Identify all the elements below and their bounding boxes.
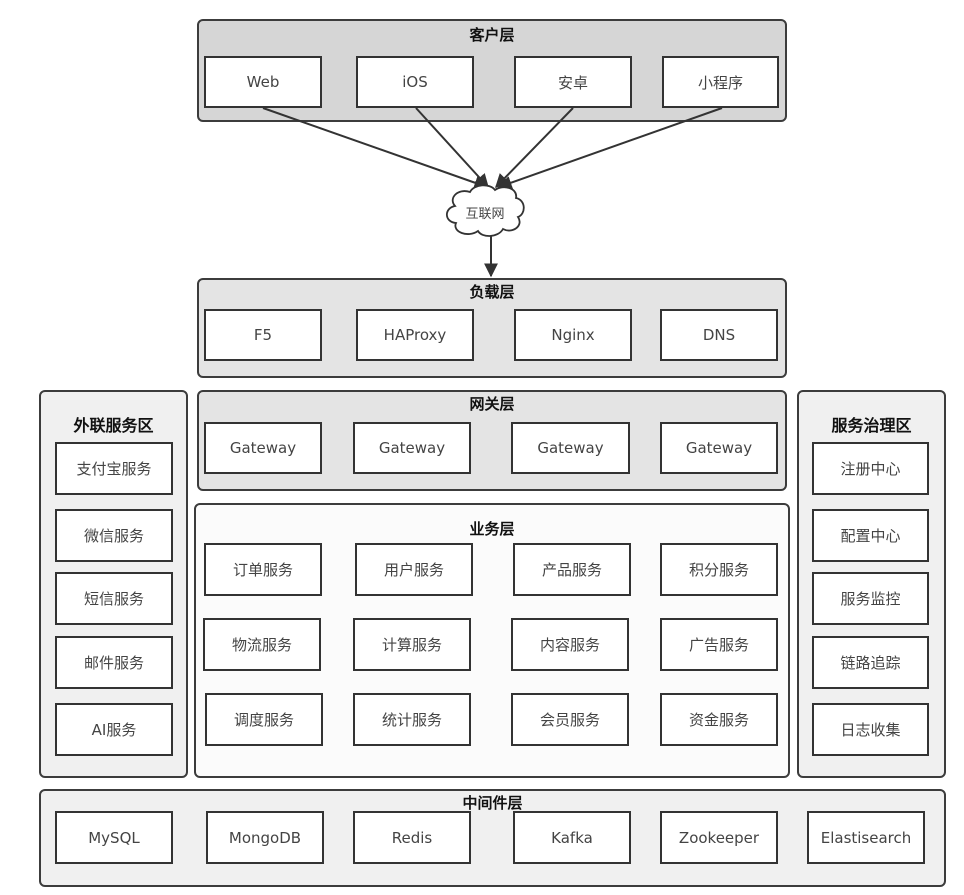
- gateway-1[interactable]: Gateway: [204, 422, 322, 474]
- middleware-layer-title: 中间件层: [462, 794, 523, 812]
- service-member[interactable]: 会员服务: [511, 693, 629, 746]
- service-product[interactable]: 产品服务: [513, 543, 631, 596]
- load-haproxy[interactable]: HAProxy: [356, 309, 474, 361]
- service-logistics[interactable]: 物流服务: [203, 618, 321, 671]
- governance-logging[interactable]: 日志收集: [812, 703, 929, 756]
- gateway-4[interactable]: Gateway: [660, 422, 778, 474]
- middleware-mongodb[interactable]: MongoDB: [206, 811, 324, 864]
- service-compute[interactable]: 计算服务: [353, 618, 471, 671]
- load-dns[interactable]: DNS: [660, 309, 778, 361]
- governance-zone-title: 服务治理区: [831, 416, 912, 435]
- service-points[interactable]: 积分服务: [660, 543, 778, 596]
- external-wechat[interactable]: 微信服务: [55, 509, 173, 562]
- client-layer-title: 客户层: [469, 26, 515, 44]
- middleware-elasticsearch[interactable]: Elastisearch: [807, 811, 925, 864]
- service-funds[interactable]: 资金服务: [660, 693, 778, 746]
- middleware-zookeeper[interactable]: Zookeeper: [660, 811, 778, 864]
- governance-config[interactable]: 配置中心: [812, 509, 929, 562]
- gateway-2[interactable]: Gateway: [353, 422, 471, 474]
- external-sms[interactable]: 短信服务: [55, 572, 173, 625]
- client-ios[interactable]: iOS: [356, 56, 474, 108]
- external-ai[interactable]: AI服务: [55, 703, 173, 756]
- client-mini-program[interactable]: 小程序: [662, 56, 779, 108]
- gateway-layer-title: 网关层: [469, 395, 515, 413]
- middleware-redis[interactable]: Redis: [353, 811, 471, 864]
- service-statistics[interactable]: 统计服务: [353, 693, 471, 746]
- service-order[interactable]: 订单服务: [204, 543, 322, 596]
- gateway-3[interactable]: Gateway: [511, 422, 630, 474]
- service-user[interactable]: 用户服务: [355, 543, 473, 596]
- middleware-kafka[interactable]: Kafka: [513, 811, 631, 864]
- client-web[interactable]: Web: [204, 56, 322, 108]
- load-nginx[interactable]: Nginx: [514, 309, 632, 361]
- load-f5[interactable]: F5: [204, 309, 322, 361]
- business-layer-title: 业务层: [469, 520, 515, 538]
- service-ads[interactable]: 广告服务: [660, 618, 778, 671]
- governance-registry[interactable]: 注册中心: [812, 442, 929, 495]
- external-zone-title: 外联服务区: [73, 416, 154, 435]
- load-layer-title: 负载层: [469, 283, 515, 301]
- middleware-mysql[interactable]: MySQL: [55, 811, 173, 864]
- external-email[interactable]: 邮件服务: [55, 636, 173, 689]
- internet-label: 互联网: [465, 207, 505, 222]
- client-android[interactable]: 安卓: [514, 56, 632, 108]
- governance-monitoring[interactable]: 服务监控: [812, 572, 929, 625]
- external-alipay[interactable]: 支付宝服务: [55, 442, 173, 495]
- service-content[interactable]: 内容服务: [511, 618, 629, 671]
- service-scheduling[interactable]: 调度服务: [205, 693, 323, 746]
- middleware-layer: 中间件层: [39, 789, 946, 887]
- governance-tracing[interactable]: 链路追踪: [812, 636, 929, 689]
